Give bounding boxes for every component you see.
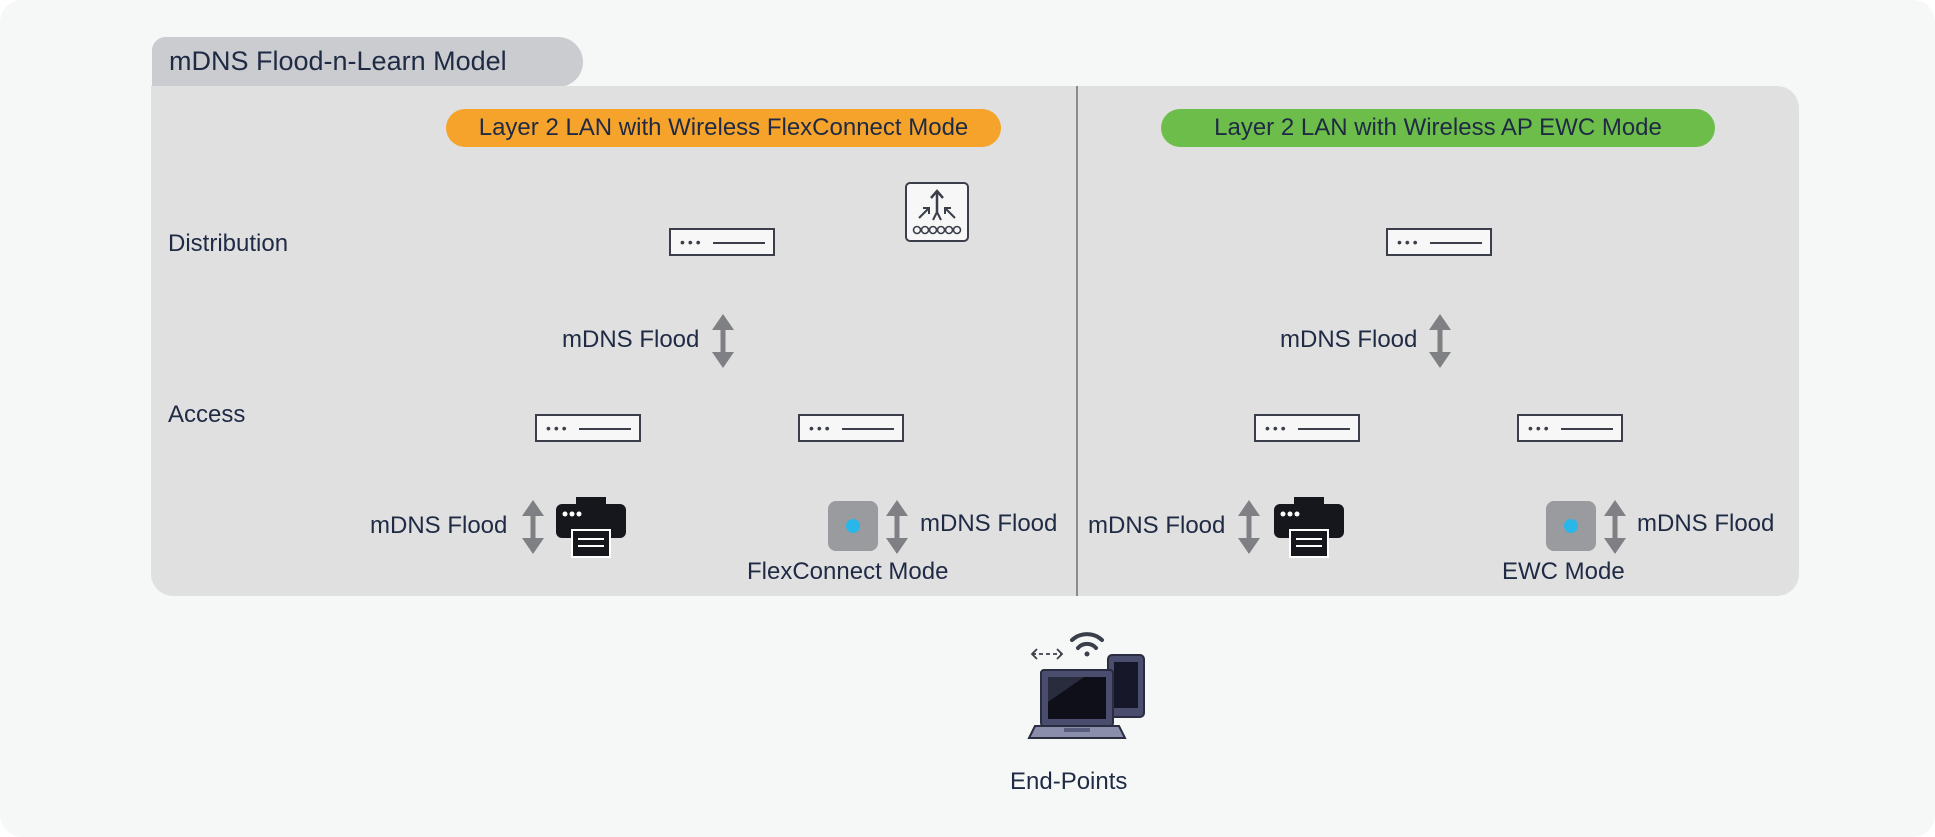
endpoints-label: End-Points — [1010, 768, 1128, 795]
access-switch-printer-icon: ••• — [1254, 414, 1360, 442]
ap-flood-label: mDNS Flood — [920, 510, 1058, 537]
ewc-section-header: Layer 2 LAN with Wireless AP EWC Mode — [1161, 109, 1715, 147]
printer-icon — [1274, 497, 1344, 558]
access-switch-ap-icon: ••• — [1517, 414, 1623, 442]
model-title-tab: mDNS Flood-n-Learn Model — [152, 37, 583, 87]
double-arrow-icon — [1238, 500, 1260, 554]
section-divider — [1076, 86, 1078, 596]
access-switch-printer-icon: ••• — [535, 414, 641, 442]
access-switch-ap-icon: ••• — [798, 414, 904, 442]
network-panel — [151, 86, 1799, 596]
ap-flood-label: mDNS Flood — [1637, 510, 1775, 537]
wifi-icon — [1070, 632, 1104, 657]
double-arrow-icon — [522, 500, 544, 554]
flexconnect-access-point-icon — [828, 501, 878, 551]
flexconnect-section-header: Layer 2 LAN with Wireless FlexConnect Mo… — [446, 109, 1001, 147]
distribution-switch-icon: ••• — [669, 228, 775, 256]
double-arrow-icon — [886, 500, 908, 554]
flexconnect-flood-label: mDNS Flood — [562, 326, 700, 353]
double-arrow-icon — [1429, 314, 1451, 368]
double-arrow-icon — [1604, 500, 1626, 554]
access-level-label: Access — [168, 401, 246, 428]
ewc-flood-label: mDNS Flood — [1280, 326, 1418, 353]
model-title: mDNS Flood-n-Learn Model — [169, 46, 507, 76]
distribution-switch-icon: ••• — [1386, 228, 1492, 256]
wireless-controller-icon — [905, 182, 969, 242]
flexconnect-mode-caption: FlexConnect Mode — [747, 558, 949, 585]
double-arrow-icon — [712, 314, 734, 368]
ewc-access-point-icon — [1546, 501, 1596, 551]
laptop-icon — [1027, 669, 1127, 739]
distribution-level-label: Distribution — [168, 230, 289, 257]
printer-icon — [556, 497, 626, 558]
endpoints-icon — [1027, 632, 1145, 739]
swap-arrows-icon — [1030, 648, 1064, 660]
ewc-mode-caption: EWC Mode — [1502, 558, 1625, 585]
printer-flood-label: mDNS Flood — [1088, 512, 1226, 539]
printer-flood-label: mDNS Flood — [370, 512, 508, 539]
